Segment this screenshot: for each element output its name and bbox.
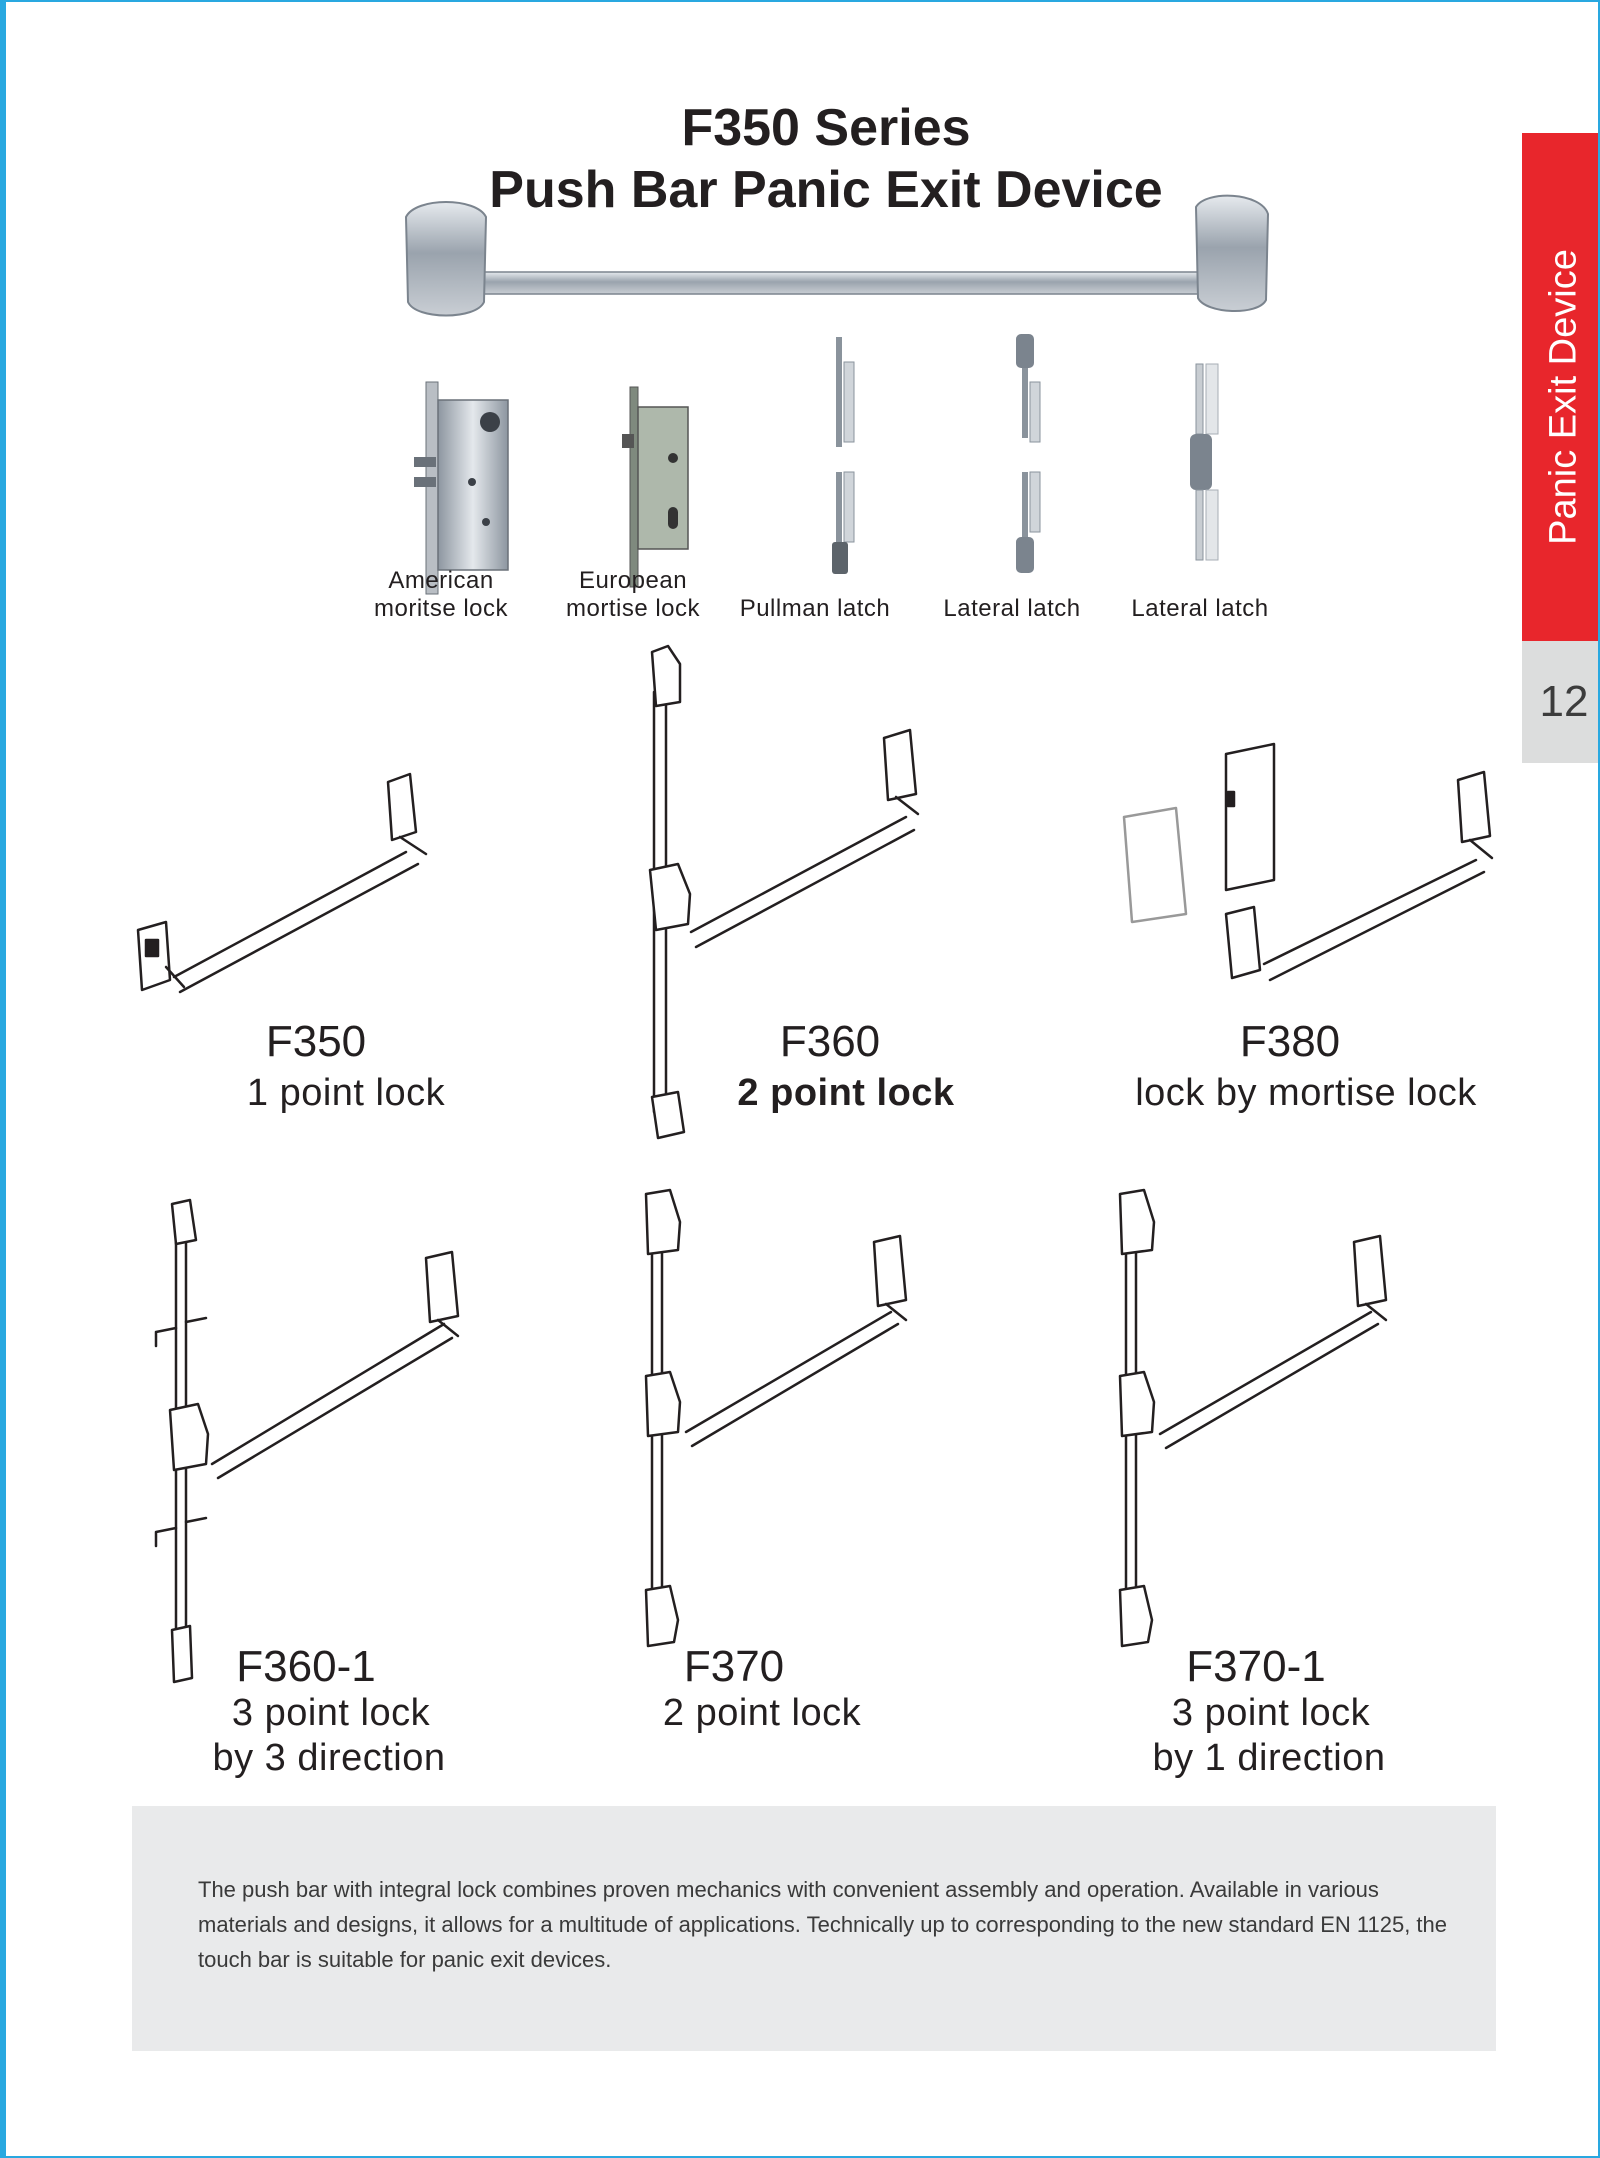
model-f360-1: F360-1	[236, 1642, 376, 1691]
model-f350: F350	[265, 1017, 367, 1066]
model-f370-1-desc: 3 point lock	[1171, 1692, 1371, 1734]
f370-1-drawing	[1118, 1188, 1388, 1648]
product-illustrations	[136, 194, 1494, 1684]
model-f380-desc: lock by mortise lock	[1135, 1072, 1477, 1114]
model-f370-desc: 2 point lock	[662, 1692, 862, 1734]
lock-type-label-lateral-2: Lateral latch	[1131, 595, 1269, 622]
f380-drawing	[1122, 742, 1494, 982]
page-number-box: 12	[1522, 641, 1598, 763]
model-f360-desc: 2 point lock	[737, 1072, 955, 1114]
european-mortise-lock-icon	[622, 386, 689, 588]
page-subtitle: Push Bar Panic Exit Device	[489, 161, 1163, 219]
lock-type-label-lateral-1: Lateral latch	[943, 595, 1081, 622]
model-f350-desc: 1 point lock	[246, 1072, 446, 1114]
page-number: 12	[1539, 677, 1589, 726]
model-f360: F360	[779, 1017, 881, 1066]
section-tab: Panic Exit Device	[1522, 133, 1598, 641]
push-bar-photo	[404, 194, 1270, 317]
model-f360-1-desc-2: by 3 direction	[212, 1737, 446, 1779]
page-title: F350 Series	[681, 99, 971, 157]
model-f370-1: F370-1	[1186, 1642, 1326, 1691]
model-f370-1-desc-2: by 1 direction	[1152, 1737, 1386, 1779]
lock-type-label-pullman: Pullman latch	[739, 595, 891, 622]
model-f380: F380	[1239, 1017, 1341, 1066]
f360-drawing	[648, 644, 920, 1140]
f350-drawing	[136, 772, 428, 994]
description-box: The push bar with integral lock combines…	[132, 1806, 1496, 2051]
f370-drawing	[644, 1188, 908, 1648]
pullman-latch-icon	[832, 337, 855, 574]
f360-1-drawing	[154, 1198, 460, 1684]
lateral-latch-icon	[1016, 334, 1041, 573]
lateral-latch-center-icon	[1190, 363, 1219, 561]
model-f360-1-desc: 3 point lock	[231, 1692, 431, 1734]
american-mortise-lock-icon	[414, 381, 509, 595]
description-text: The push bar with integral lock combines…	[198, 1877, 1448, 1972]
model-f370: F370	[683, 1642, 785, 1691]
